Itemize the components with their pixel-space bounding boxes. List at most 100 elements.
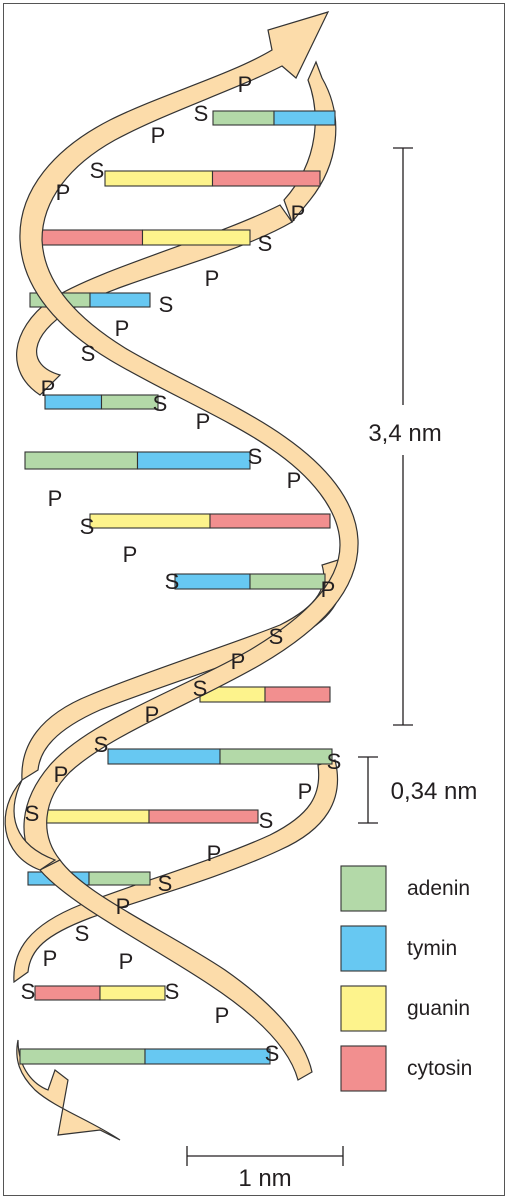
- strand-b-seg-4: [16, 1039, 121, 1141]
- sugar-label: S: [265, 1041, 280, 1066]
- base-pair: [212, 110, 336, 126]
- phosphate-label: P: [287, 468, 302, 493]
- phosphate-label: P: [48, 486, 63, 511]
- legend: adenin tymin guanin cytosin: [340, 865, 472, 1092]
- base-tymin: [273, 110, 336, 126]
- phosphate-label: P: [151, 123, 166, 148]
- sugar-label: S: [193, 676, 208, 701]
- strand-a-seg-top: [19, 11, 359, 871]
- base-pair: [24, 451, 251, 470]
- base-pair: [199, 686, 331, 703]
- base-cytosin: [209, 513, 331, 529]
- base-guanin: [39, 809, 150, 824]
- width-scale: 1 nm: [186, 1146, 344, 1192]
- phosphate-label: P: [207, 841, 222, 866]
- base-adenin: [100, 394, 159, 410]
- sugar-label: S: [90, 158, 105, 183]
- strand-b-seg-top: [283, 60, 337, 224]
- phosphate-label: P: [238, 72, 253, 97]
- figure-frame: [3, 3, 505, 1196]
- base-guanin: [141, 229, 251, 246]
- phosphate-label: P: [54, 762, 69, 787]
- sugar-label: S: [165, 569, 180, 594]
- phosphate-label: P: [119, 949, 134, 974]
- base-cytosin: [264, 686, 331, 703]
- base-cytosin: [34, 985, 101, 1001]
- legend-label-cytosin: cytosin: [407, 1057, 472, 1080]
- sugar-label: S: [80, 514, 95, 539]
- base-cytosin: [34, 229, 144, 246]
- base-adenin: [88, 871, 151, 886]
- phosphate-label: P: [56, 180, 71, 205]
- sugar-label: S: [194, 101, 209, 126]
- legend-label-tymin: tymin: [407, 937, 457, 960]
- base-pair: [174, 573, 326, 590]
- sugar-label: S: [258, 231, 273, 256]
- base-cytosin: [148, 809, 259, 824]
- legend-swatch-adenin: [340, 865, 387, 912]
- phosphate-label: P: [41, 376, 56, 401]
- phosphate-label: P: [321, 577, 336, 602]
- phosphate-label: P: [231, 649, 246, 674]
- base-adenin: [212, 110, 275, 126]
- phosphate-label: P: [291, 201, 306, 226]
- strand-b-seg-3: [13, 759, 339, 984]
- strand-a-seg-bottom: [39, 859, 313, 1081]
- base-spacing-label: 0,34 nm: [391, 778, 478, 805]
- sugar-label: S: [25, 801, 40, 826]
- sugar-label: S: [248, 444, 263, 469]
- sugar-label: S: [75, 921, 90, 946]
- base-tymin: [136, 451, 251, 470]
- phosphate-label: P: [145, 702, 160, 727]
- sugar-label: S: [94, 732, 109, 757]
- turn-length-label: 3,4 nm: [368, 420, 441, 447]
- base-pair: [89, 513, 331, 529]
- sugar-label: S: [158, 871, 173, 896]
- sugar-label: S: [153, 391, 168, 416]
- phosphate-label: P: [215, 1003, 230, 1028]
- base-cytosin: [211, 170, 321, 187]
- base-tymin: [174, 573, 251, 590]
- base-adenin: [249, 573, 326, 590]
- base-pair: [34, 229, 251, 246]
- legend-label-guanin: guanin: [407, 997, 470, 1020]
- base-guanin: [104, 170, 214, 187]
- phosphate-label: P: [205, 266, 220, 291]
- sugar-label: S: [259, 808, 274, 833]
- base-pairs: [19, 110, 336, 1065]
- base-pair: [104, 170, 321, 187]
- base-tymin: [107, 748, 221, 765]
- backbone-strand-front: [4, 11, 359, 1081]
- base-guanin: [99, 985, 166, 1001]
- base-pair: [19, 1048, 271, 1065]
- phosphate-label: P: [123, 542, 138, 567]
- base-pair: [34, 985, 166, 1001]
- base-pair: [39, 809, 259, 824]
- base-pair: [44, 394, 159, 410]
- base-adenin: [24, 451, 139, 470]
- strand-b-seg-mid: [4, 779, 57, 871]
- phosphate-label: P: [196, 409, 211, 434]
- legend-label-adenin: adenin: [407, 877, 470, 900]
- base-tymin: [144, 1048, 271, 1065]
- sugar-label: S: [159, 292, 174, 317]
- phosphate-label: P: [115, 316, 130, 341]
- phosphate-label: P: [116, 894, 131, 919]
- base-tymin: [89, 292, 151, 308]
- sugar-label: S: [21, 979, 36, 1004]
- legend-swatch-tymin: [340, 925, 387, 972]
- sugar-label: S: [327, 749, 342, 774]
- legend-swatch-cytosin: [340, 1045, 387, 1092]
- sugar-label: S: [81, 341, 96, 366]
- phosphate-label: P: [298, 779, 313, 804]
- phosphate-label: P: [43, 946, 58, 971]
- base-adenin: [219, 748, 333, 765]
- sugar-label: S: [269, 624, 284, 649]
- base-spacing-scale: 0,34 nm: [358, 756, 478, 824]
- legend-swatch-guanin: [340, 985, 387, 1032]
- base-adenin: [19, 1048, 146, 1065]
- base-pair: [107, 748, 333, 765]
- base-guanin: [89, 513, 211, 529]
